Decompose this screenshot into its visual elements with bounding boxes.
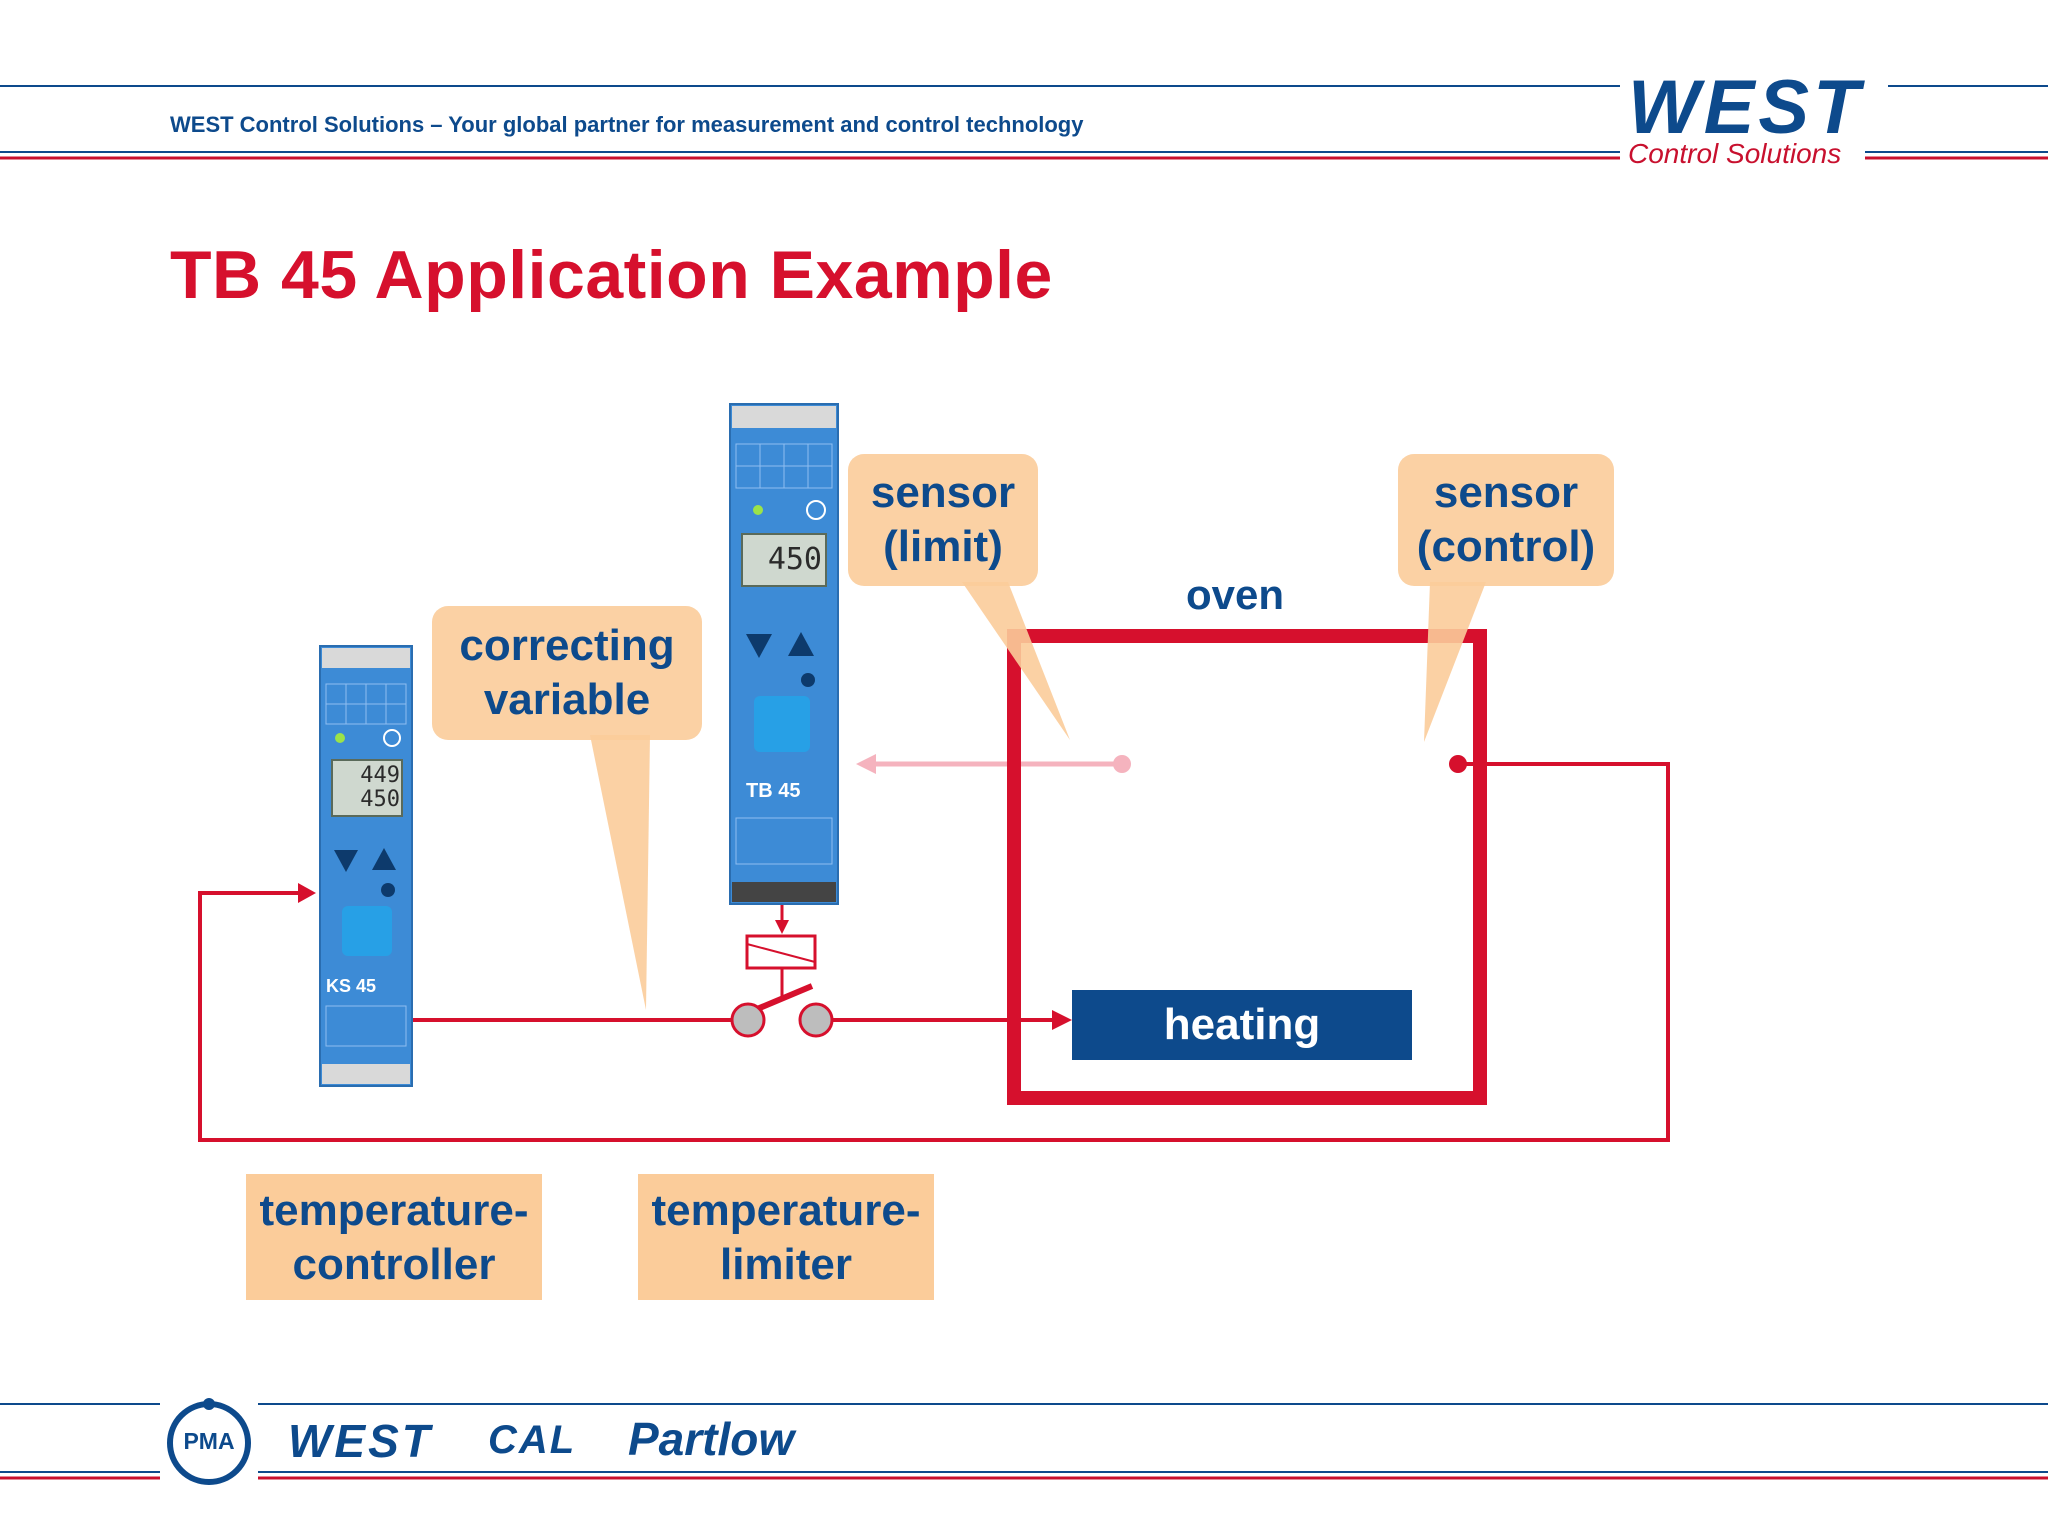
slide-title: TB 45 Application Example [170,237,1053,313]
controller-label-box [246,1174,542,1300]
footer-west-logo: WEST [288,1415,433,1467]
callout-correcting-variable-text: correcting variable [432,619,702,727]
controller-display-actual: 449 [360,763,400,788]
callout-sensor-limit [848,454,1070,740]
ks45-controller-device [319,645,413,1087]
controller-label-line-2: controller [292,1240,496,1289]
west-logo: WEST [1628,65,1864,150]
controller-label: temperature- controller [246,1184,542,1292]
callout-sensor-control-line-2: (control) [1416,522,1596,571]
callout-correcting-line-1: correcting [459,621,675,670]
west-logo-subtitle: Control Solutions [1628,138,1842,169]
callout-correcting-line-2: variable [483,675,651,724]
footer-rules [0,1403,2048,1480]
limit-sensor-dot [1113,755,1131,773]
tb45-limiter-device [729,403,839,905]
pma-logo-text: PMA [183,1428,235,1454]
controller-display: 449 450 [334,764,400,812]
callout-sensor-limit-line-2: (limit) [883,522,1003,571]
callout-sensor-control [1398,454,1614,742]
footer-cal-logo: CAL [488,1418,577,1462]
pma-logo [167,1398,251,1485]
header-rules [0,85,2048,160]
callout-sensor-control-line-1: sensor [1433,468,1579,517]
limiter-label-box [638,1174,934,1300]
controller-display-setpoint: 450 [360,787,400,812]
callout-correcting-variable [432,606,702,1010]
heating-label: heating [1163,1000,1321,1049]
feedback-wire [198,762,1670,1142]
limiter-label-line-2: limiter [719,1240,853,1289]
relay-contact [730,902,834,1038]
callout-sensor-limit-line-1: sensor [870,468,1016,517]
oven-label: oven [1185,571,1285,618]
feedback-arrowhead [298,883,316,903]
limiter-label-line-1: temperature- [651,1186,921,1235]
callout-sensor-control-text: sensor (control) [1398,466,1614,574]
control-sensor-dot [1449,755,1467,773]
limit-signal-arrowhead [856,754,876,774]
limiter-model-label: TB 45 [746,780,801,802]
heating-arrowhead [1052,1010,1072,1030]
controller-model-label: KS 45 [326,976,377,996]
heating-block [1072,990,1412,1060]
footer-partlow-logo: Partlow [628,1413,795,1465]
controller-label-line-1: temperature- [259,1186,529,1235]
limiter-display: 450 [767,542,822,577]
header-tagline: WEST Control Solutions – Your global par… [170,112,1084,137]
limiter-label: temperature- limiter [638,1184,934,1292]
callout-sensor-limit-text: sensor (limit) [848,466,1038,574]
oven-box [1007,629,1487,1105]
